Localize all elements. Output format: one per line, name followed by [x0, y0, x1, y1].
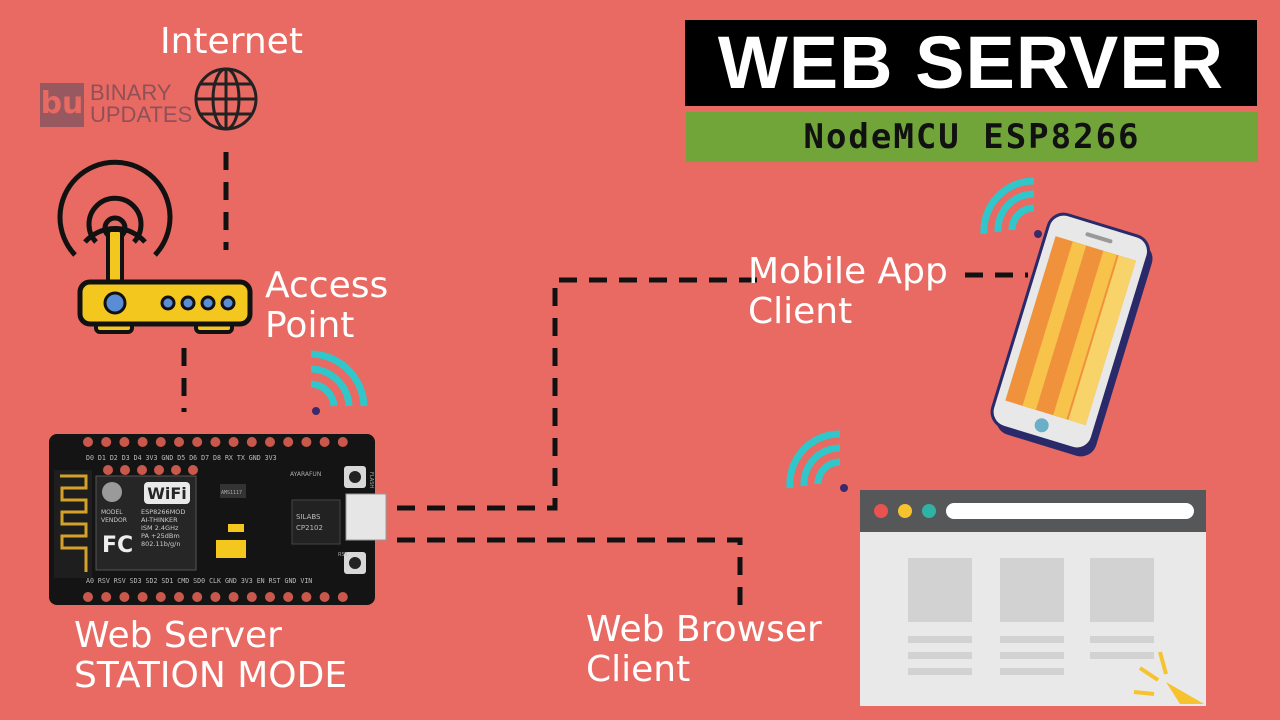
cursor-icon [1166, 682, 1204, 704]
smartphone-icon [990, 212, 1153, 457]
access-point-label: Access Point [265, 265, 389, 347]
wifi-dot [312, 407, 320, 415]
header-pin [283, 437, 294, 447]
web-browser-label: Web Browser Client [586, 609, 822, 691]
web-server-label: Web Server STATION MODE [74, 615, 348, 697]
wifi-dot [840, 484, 848, 492]
top-pin-header [83, 437, 348, 447]
header-pin [188, 465, 198, 475]
server-mobile-link [397, 277, 760, 511]
bottom-pin-labels: A0 RSV RSV SD3 SD2 SD1 CMD SD0 CLK GND 3… [86, 577, 312, 585]
header-pin [301, 437, 312, 447]
header-pin [137, 465, 147, 475]
header-pin [265, 437, 275, 447]
header-pin [210, 592, 221, 602]
web-browser-line-2: Client [586, 649, 691, 691]
page-title: WEB SERVER [685, 20, 1257, 106]
header-pin [301, 592, 312, 602]
espressif-logo-icon [102, 482, 122, 502]
header-pin [119, 592, 130, 602]
brand-logo-icon: bu [40, 83, 84, 127]
vendor-label: VENDOR [101, 517, 127, 524]
nodemcu-board-icon: D0 D1 D2 D3 D4 3V3 GND D5 D6 D7 D8 RX TX… [49, 434, 387, 605]
header-pin [101, 592, 112, 602]
server-browser-link [397, 537, 743, 606]
header-pin [246, 437, 257, 447]
fcc-logo: FC [102, 533, 133, 558]
page-subtitle: NodeMCU ESP8266 [686, 112, 1258, 162]
header-pin [119, 437, 130, 447]
header-pin [155, 592, 166, 602]
brand-name: BINARY UPDATES [90, 82, 192, 126]
brand-line-2: UPDATES [90, 102, 193, 127]
wifi-signal-icon [786, 430, 841, 489]
chip-label-2: CP2102 [296, 524, 323, 532]
header-pin [319, 437, 330, 447]
header-pin [337, 592, 348, 602]
header-pin [103, 465, 113, 475]
gpio-pins [103, 465, 198, 475]
wifi-signal-icon [310, 350, 368, 407]
module-line-5: 802.11b/g/n [141, 540, 181, 548]
browser-window-icon [860, 490, 1206, 706]
header-pin [174, 592, 184, 602]
header-pin [210, 437, 221, 447]
access-point-line-2: Point [265, 305, 355, 347]
flash-label: FLASH [368, 472, 374, 488]
module-line-3: ISM 2.4GHz [141, 524, 179, 532]
module-line-1: ESP8266MOD [141, 508, 185, 516]
header-pin [265, 592, 275, 602]
globe-icon [194, 67, 258, 131]
regulator-label: AMS1117 [221, 490, 242, 496]
header-pin [83, 437, 93, 447]
top-pin-labels: D0 D1 D2 D3 D4 3V3 GND D5 D6 D7 D8 RX TX… [86, 454, 277, 462]
header-pin [192, 592, 203, 602]
header-pin [174, 437, 184, 447]
module-line-2: AI-THINKER [141, 516, 178, 524]
wifi-dot [1034, 230, 1042, 238]
internet-label: Internet [160, 21, 303, 62]
connection-lines [181, 152, 1028, 606]
brand-line-1: BINARY [90, 80, 172, 105]
wifi-signal-icon [980, 177, 1035, 235]
web-browser-line-1: Web Browser [586, 609, 822, 650]
header-pin [101, 437, 112, 447]
header-pin [171, 465, 181, 475]
header-pin [137, 437, 148, 447]
header-pin [154, 465, 164, 475]
bottom-pin-header [83, 592, 348, 602]
access-point-line-1: Access [265, 265, 389, 306]
mobile-app-line-1: Mobile App [748, 251, 948, 292]
web-server-line-1: Web Server [74, 615, 282, 656]
header-pin [83, 592, 93, 602]
rst-label: RST [338, 552, 349, 558]
router-icon [57, 159, 253, 334]
header-pin [319, 592, 330, 602]
mobile-app-line-2: Client [748, 291, 853, 333]
header-pin [228, 592, 239, 602]
mobile-app-label: Mobile App Client [748, 251, 948, 333]
header-pin [228, 437, 239, 447]
module-line-4: PA +25dBm [141, 532, 180, 540]
wifi-logo: WiFi [147, 484, 187, 503]
header-pin [192, 437, 203, 447]
header-pin [337, 437, 348, 447]
header-pin [137, 592, 148, 602]
chip-label-1: SILABS [296, 513, 321, 521]
header-pin [155, 437, 166, 447]
header-pin [120, 465, 130, 475]
header-pin [246, 592, 257, 602]
web-server-line-2: STATION MODE [74, 655, 348, 697]
board-brand: AYARAFUN [290, 471, 321, 478]
usb-port [345, 493, 387, 541]
model-label: MODEL [101, 509, 123, 516]
header-pin [283, 592, 294, 602]
